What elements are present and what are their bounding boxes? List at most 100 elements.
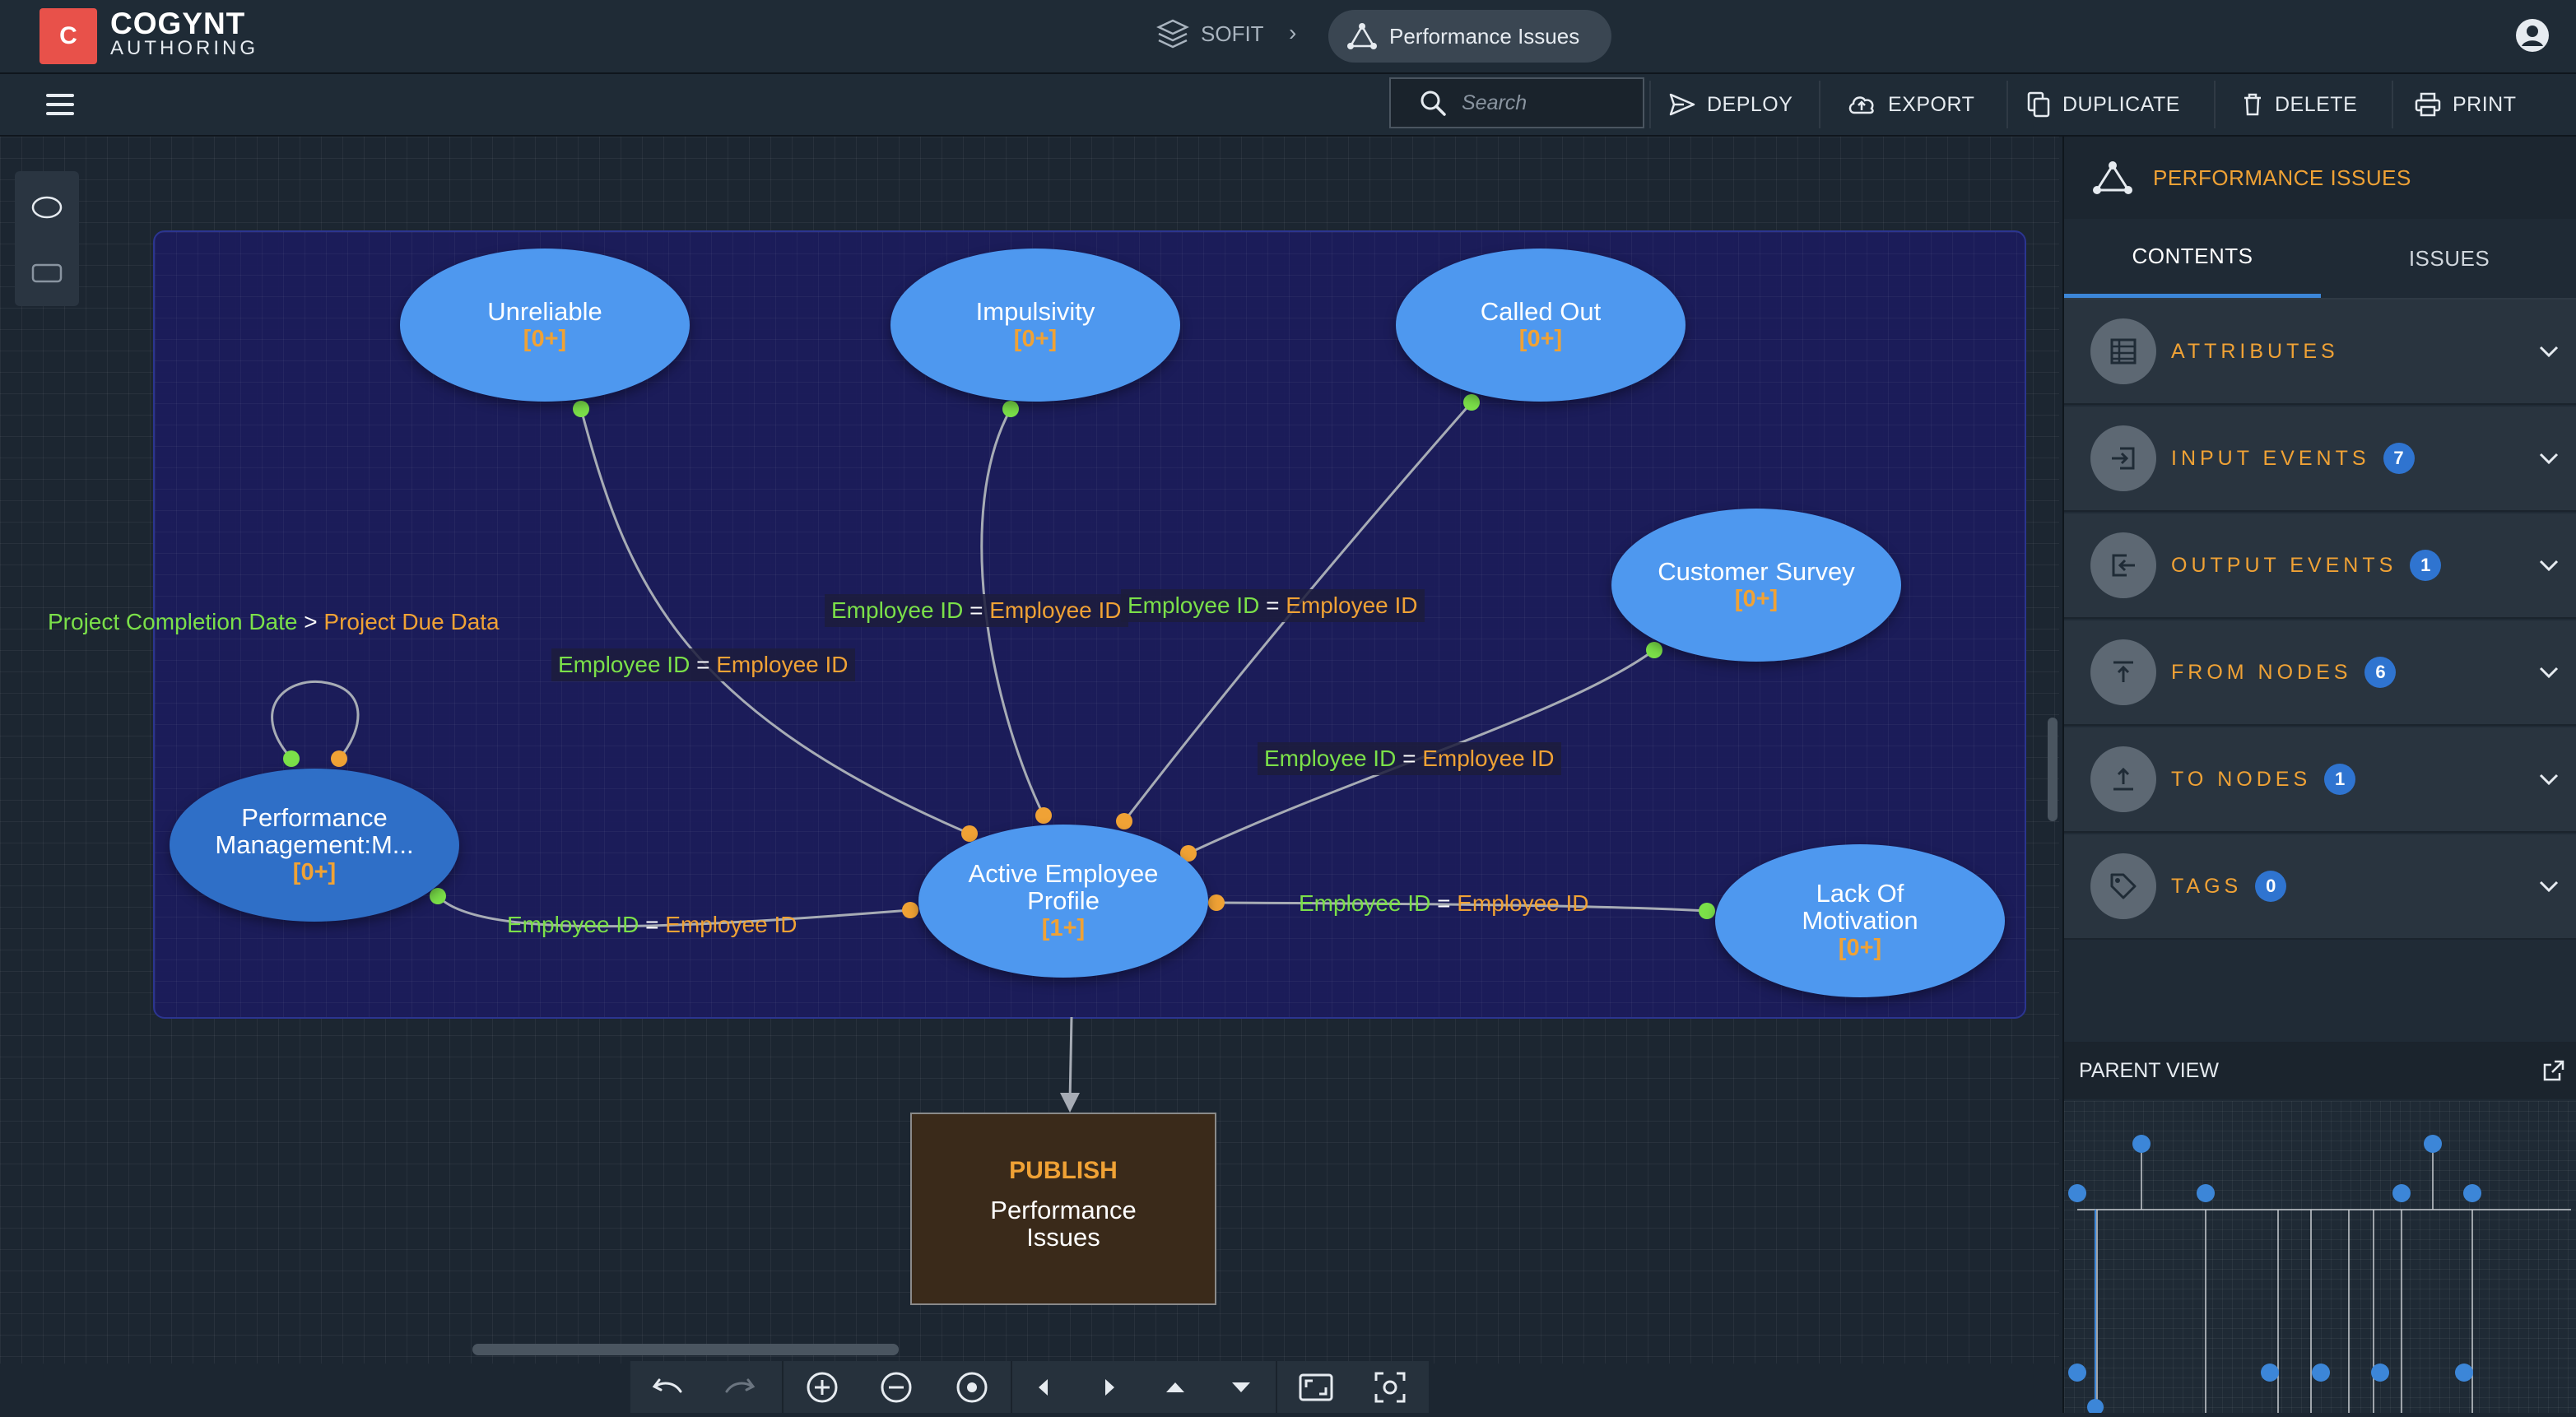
node-called-out[interactable]: Called Out [0+] xyxy=(1396,249,1686,402)
node-active-employee-profile[interactable]: Active Employee Profile [1+] xyxy=(918,825,1208,978)
redo-button[interactable] xyxy=(703,1361,777,1413)
fit-screen-icon xyxy=(1298,1373,1334,1402)
edge-label-self-loop[interactable]: Project Completion Date > Project Due Da… xyxy=(41,606,506,639)
section-label: TAGS xyxy=(2171,875,2242,899)
chevron-down-icon xyxy=(2538,345,2560,358)
section-label: OUTPUT EVENTS xyxy=(2171,554,2397,578)
publish-title: PUBLISH xyxy=(912,1157,1215,1185)
vertical-scrollbar[interactable] xyxy=(2048,718,2058,821)
chevron-down-icon xyxy=(2538,666,2560,679)
node-performance-management[interactable]: Performance Management:M... [0+] xyxy=(170,769,459,922)
fit-view-button[interactable] xyxy=(1279,1361,1353,1413)
node-name: Called Out xyxy=(1481,298,1601,325)
from-nodes-icon xyxy=(2090,639,2156,705)
trash-icon xyxy=(2242,92,2263,117)
port-active-2 xyxy=(1035,807,1052,824)
node-unreliable[interactable]: Unreliable [0+] xyxy=(400,249,690,402)
publish-node[interactable]: PUBLISH Performance Issues xyxy=(910,1113,1216,1305)
panel-tabs: CONTENTS ISSUES xyxy=(2064,219,2576,300)
caret-right-icon xyxy=(1101,1378,1118,1397)
publish-name-line1: Performance xyxy=(912,1196,1215,1224)
panel-header: PERFORMANCE ISSUES xyxy=(2064,137,2576,219)
edge-label-right: Employee ID xyxy=(1457,890,1588,916)
section-output-events[interactable]: OUTPUT EVENTS1 xyxy=(2064,513,2576,619)
pan-down-button[interactable] xyxy=(1208,1361,1274,1413)
pattern-icon xyxy=(2092,160,2133,195)
edge-label-op: = xyxy=(969,597,983,623)
node-cardinality: [1+] xyxy=(1042,914,1085,942)
center-button[interactable] xyxy=(935,1361,1009,1413)
edge-label-right: Employee ID xyxy=(665,912,797,937)
section-label: ATTRIBUTES xyxy=(2171,340,2339,364)
tab-issues[interactable]: ISSUES xyxy=(2321,219,2576,298)
edge-label-right: Employee ID xyxy=(1286,592,1417,618)
caret-left-icon xyxy=(1035,1378,1052,1397)
port-perf-mgmt-out xyxy=(430,888,446,904)
parent-view-minimap[interactable] xyxy=(2064,1101,2576,1413)
zoom-in-icon xyxy=(806,1371,839,1404)
section-tags[interactable]: TAGS0 xyxy=(2064,834,2576,940)
node-name: Customer Survey xyxy=(1658,558,1854,585)
node-cardinality: [0+] xyxy=(1839,934,1881,962)
node-impulsivity[interactable]: Impulsivity [0+] xyxy=(890,249,1180,402)
node-name-line1: Performance xyxy=(241,804,387,831)
section-to-nodes[interactable]: TO NODES1 xyxy=(2064,727,2576,833)
focus-icon xyxy=(1374,1371,1407,1404)
delete-button[interactable]: DELETE xyxy=(2242,74,2357,135)
publish-arrowhead xyxy=(1060,1093,1080,1113)
edge-label-impulsivity[interactable]: Employee ID = Employee ID xyxy=(825,594,1128,627)
tag-icon xyxy=(2090,853,2156,919)
section-attributes[interactable]: ATTRIBUTES xyxy=(2064,300,2576,405)
port-active-5 xyxy=(902,902,918,918)
zoom-out-button[interactable] xyxy=(859,1361,933,1413)
print-label: PRINT xyxy=(2453,93,2517,117)
node-name-line2: Profile xyxy=(1027,887,1100,914)
zoom-in-button[interactable] xyxy=(785,1361,859,1413)
pan-up-button[interactable] xyxy=(1142,1361,1208,1413)
edge-label-unreliable[interactable]: Employee ID = Employee ID xyxy=(551,648,855,681)
section-from-nodes[interactable]: FROM NODES6 xyxy=(2064,620,2576,726)
minimap-graph xyxy=(2064,1101,2576,1413)
edge-label-right: Employee ID xyxy=(716,652,848,677)
pan-left-button[interactable] xyxy=(1011,1361,1076,1413)
undo-button[interactable] xyxy=(630,1361,704,1413)
edge-label-op: > xyxy=(304,609,317,634)
pan-right-button[interactable] xyxy=(1076,1361,1142,1413)
parent-view-title: PARENT VIEW xyxy=(2079,1059,2219,1083)
node-customer-survey[interactable]: Customer Survey [0+] xyxy=(1611,509,1901,662)
zoom-out-icon xyxy=(880,1371,913,1404)
edge-publish xyxy=(1070,1017,1072,1103)
edge-label-op: = xyxy=(1402,746,1416,771)
edge-label-right: Employee ID xyxy=(989,597,1121,623)
caret-up-icon xyxy=(1165,1379,1186,1396)
horizontal-scrollbar[interactable] xyxy=(472,1344,899,1355)
port-lack-motivation-in xyxy=(1699,903,1715,919)
section-label: INPUT EVENTS xyxy=(2171,447,2370,471)
port-active-3 xyxy=(1116,813,1132,829)
target-icon xyxy=(956,1371,988,1404)
open-external-icon[interactable] xyxy=(2541,1058,2566,1083)
section-input-events[interactable]: INPUT EVENTS 7 xyxy=(2064,407,2576,512)
to-nodes-icon xyxy=(2090,746,2156,812)
chevron-down-icon xyxy=(2538,559,2560,572)
count-badge: 7 xyxy=(2383,443,2415,474)
printer-icon xyxy=(2415,92,2441,117)
node-cardinality: [0+] xyxy=(293,858,336,886)
output-icon xyxy=(2090,532,2156,598)
edge-label-called-out[interactable]: Employee ID = Employee ID xyxy=(1121,589,1425,622)
tab-contents[interactable]: CONTENTS xyxy=(2064,219,2321,298)
undo-icon xyxy=(651,1375,684,1400)
node-name: Impulsivity xyxy=(976,298,1095,325)
parent-view-header: PARENT VIEW xyxy=(2064,1042,2576,1099)
edge-label-customer-survey[interactable]: Employee ID = Employee ID xyxy=(1258,742,1561,775)
print-button[interactable]: PRINT xyxy=(2415,74,2517,135)
user-avatar-icon[interactable] xyxy=(2515,18,2550,53)
node-cardinality: [0+] xyxy=(1014,325,1057,353)
port-called-out-out xyxy=(1463,394,1480,411)
edge-label-right: Project Due Data xyxy=(323,609,499,634)
node-lack-of-motivation[interactable]: Lack Of Motivation [0+] xyxy=(1715,844,2005,997)
duplicate-label: DUPLICATE xyxy=(2062,93,2180,117)
edge-label-lack-motivation[interactable]: Employee ID = Employee ID xyxy=(1292,887,1596,920)
focus-button[interactable] xyxy=(1353,1361,1427,1413)
edge-label-performance-mgmt[interactable]: Employee ID = Employee ID xyxy=(500,908,804,941)
